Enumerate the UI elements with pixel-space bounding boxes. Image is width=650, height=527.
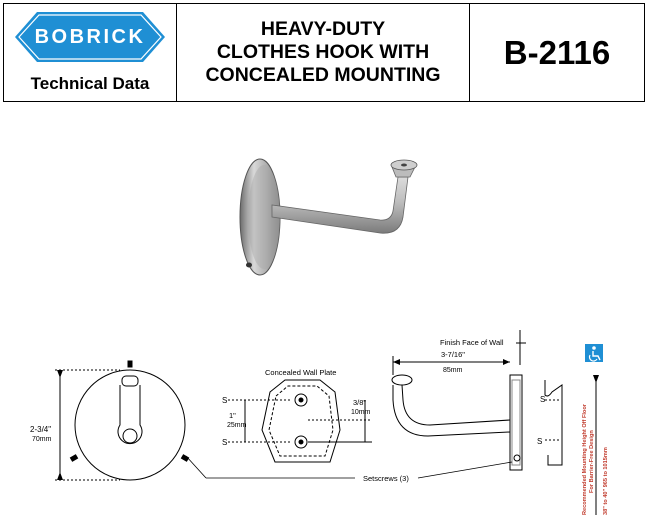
- height-label: 2-3/4": [30, 425, 51, 434]
- brand-cell: BOBRICK Technical Data: [4, 4, 177, 101]
- product-title: HEAVY-DUTY CLOTHES HOOK WITH CONCEALED M…: [177, 4, 470, 101]
- plate-screw-top: S: [222, 396, 227, 405]
- model-cell: B-2116: [470, 4, 644, 101]
- projection-metric: 85mm: [443, 367, 463, 374]
- title-line-3: CONCEALED MOUNTING: [205, 64, 441, 86]
- mounting-note-line-2: For Barrier-Free Design: [589, 430, 595, 493]
- spacing-label: 1": [229, 411, 236, 420]
- accessibility-icon: [585, 344, 603, 362]
- height-metric: 70mm: [32, 436, 52, 443]
- side-screw-top: S: [540, 395, 545, 404]
- mounting-note-line-1: Recommended Mounting Height Off Floor: [582, 403, 588, 515]
- mounting-note-line-3: 38" to 40" 965 to 1015mm: [603, 447, 609, 515]
- bobrick-logo: [15, 12, 165, 62]
- mounting-height-note: Recommended Mounting Height Off Floor Fo…: [582, 403, 609, 515]
- finish-face-label: Finish Face of Wall: [440, 338, 504, 347]
- product-photo: [239, 158, 418, 276]
- brand-name: BOBRICK: [34, 25, 146, 48]
- wall-plate-view: [228, 379, 372, 463]
- model-number: B-2116: [503, 33, 611, 71]
- offset-metric: 10mm: [351, 409, 371, 416]
- title-line-2: CLOTHES HOOK WITH: [216, 41, 430, 63]
- side-screw-bottom: S: [537, 437, 542, 446]
- offset-label: 3/8": [353, 398, 366, 407]
- spacing-metric: 25mm: [227, 422, 247, 429]
- technical-data-label: Technical Data: [30, 74, 150, 93]
- wall-plate-title: Concealed Wall Plate: [265, 368, 336, 377]
- side-view: [391, 330, 597, 515]
- title-line-1: HEAVY-DUTY: [260, 18, 386, 40]
- front-view: [55, 360, 190, 481]
- title-block: BOBRICK Technical Data HEAVY-DUTY CLOTHE…: [3, 3, 645, 102]
- setscrews-label: Setscrews (3): [363, 474, 409, 483]
- plate-screw-bottom: S: [222, 438, 227, 447]
- setscrews-leaders: [185, 455, 513, 479]
- projection-label: 3-7/16": [441, 350, 465, 359]
